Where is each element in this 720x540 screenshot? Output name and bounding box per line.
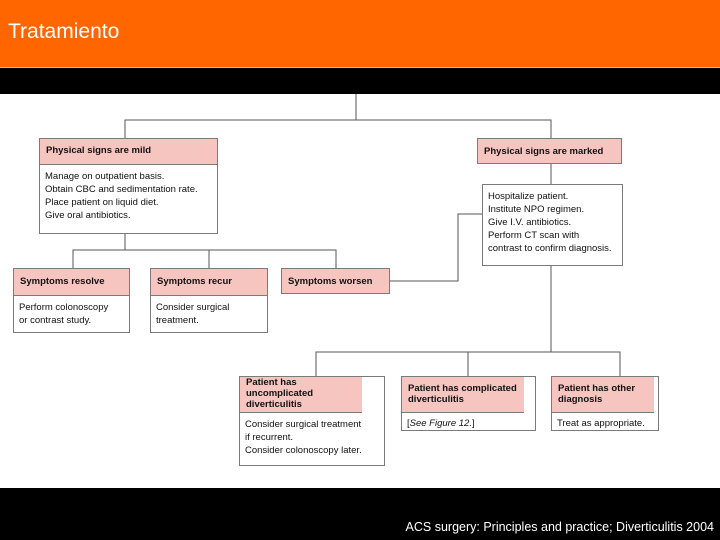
marked-step: contrast to confirm diagnosis. [488, 243, 612, 255]
marked-step: Perform CT scan with [488, 230, 580, 242]
symptoms-recur-header: Symptoms recur [151, 269, 267, 296]
other-line: Treat as appropriate. [557, 418, 645, 429]
marked-step: Hospitalize patient. [488, 191, 569, 202]
bracket-close: ] [471, 418, 475, 429]
mild-signs-body: Manage on outpatient basis. Obtain CBC a… [40, 165, 217, 226]
uncomplicated-line: Consider colonoscopy later. [245, 445, 362, 457]
other-diagnosis-body: Treat as appropriate. [552, 413, 658, 434]
complicated-note: [See Figure 12.] [407, 417, 530, 430]
slide-title: Tratamiento [8, 20, 120, 43]
symptoms-resolve-header: Symptoms resolve [14, 269, 129, 296]
mild-step: Place patient on liquid diet. [45, 197, 159, 209]
marked-workup-body: Hospitalize patient. Institute NPO regim… [483, 185, 622, 260]
connector-worsen-to-marked [390, 213, 482, 282]
marked-workup-box: Hospitalize patient. Institute NPO regim… [482, 184, 623, 266]
marked-step: Institute NPO regimen. [488, 204, 585, 216]
resolve-line: or contrast study. [19, 315, 92, 327]
flowchart-canvas: Physical signs are mild Manage on outpat… [0, 94, 720, 488]
uncomplicated-box: Patient has uncomplicated diverticulitis… [239, 376, 385, 466]
marked-signs-header: Physical signs are marked [477, 138, 622, 164]
complicated-header: Patient has complicated diverticulitis [402, 377, 524, 413]
mild-signs-header: Physical signs are mild [40, 139, 217, 165]
mild-step: Manage on outpatient basis. [45, 171, 165, 182]
recur-line: Consider surgical [156, 302, 230, 313]
complicated-body: [See Figure 12.] [402, 413, 535, 434]
footer-bar: ACS surgery: Principles and practice; Di… [0, 488, 720, 540]
marked-step: Give I.V. antibiotics. [488, 217, 572, 229]
connector-root-marked [356, 119, 552, 139]
mild-step: Obtain CBC and sedimentation rate. [45, 184, 198, 196]
citation: ACS surgery: Principles and practice; Di… [405, 520, 714, 534]
uncomplicated-body: Consider surgical treatment if recurrent… [240, 413, 384, 461]
figure-reference: See Figure 12. [409, 418, 472, 429]
bracket-open: [ [407, 418, 410, 429]
connector-lines [72, 94, 621, 376]
mild-signs-box: Physical signs are mild Manage on outpat… [39, 138, 218, 234]
uncomplicated-line: if recurrent. [245, 432, 294, 444]
symptoms-resolve-body: Perform colonoscopy or contrast study. [14, 296, 129, 331]
other-diagnosis-header: Patient has other diagnosis [552, 377, 654, 413]
complicated-box: Patient has complicated diverticulitis [… [401, 376, 536, 431]
mild-step: Give oral antibiotics. [45, 210, 131, 222]
recur-line: treatment. [156, 315, 199, 327]
uncomplicated-line: Consider surgical treatment [245, 419, 362, 430]
resolve-line: Perform colonoscopy [19, 302, 109, 313]
connector-outcomes-bar [72, 249, 337, 268]
symptoms-recur-body: Consider surgical treatment. [151, 296, 267, 331]
uncomplicated-header: Patient has uncomplicated diverticulitis [240, 377, 362, 413]
symptoms-recur-box: Symptoms recur Consider surgical treatme… [150, 268, 268, 333]
symptoms-resolve-box: Symptoms resolve Perform colonoscopy or … [13, 268, 130, 333]
title-bar: Tratamiento [0, 0, 720, 68]
symptoms-worsen-header: Symptoms worsen [281, 268, 390, 294]
other-diagnosis-box: Patient has other diagnosis Treat as app… [551, 376, 659, 431]
connector-root-split [124, 94, 357, 139]
title-gap [0, 68, 720, 94]
